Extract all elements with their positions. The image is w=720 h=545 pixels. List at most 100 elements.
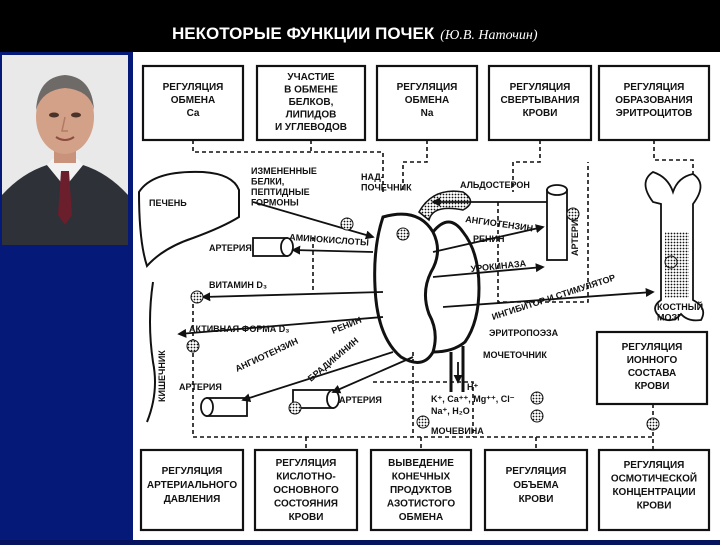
flow-arrows <box>177 197 655 403</box>
right-box-ion-composition: РЕГУЛЯЦИЯ ИОННОГО СОСТАВА КРОВИ <box>595 330 709 406</box>
text-line: РЕГУЛЯЦИЯ <box>510 82 571 93</box>
text-line: КОНЕЧНЫХ <box>392 472 451 483</box>
intestine-label: КИШЕЧНИК <box>157 350 167 402</box>
text-line: СВЕРТЫВАНИЯ <box>500 95 579 106</box>
author-portrait <box>2 55 128 245</box>
text-line: РЕГУЛЯЦИЯ <box>624 82 685 93</box>
text-line: РЕГУЛЯЦИЯ <box>622 342 683 353</box>
artery-lower-mid: АРТЕРИЯ <box>292 389 382 409</box>
text-line: ВЫВЕДЕНИЕ <box>388 458 454 469</box>
text-line: КРОВИ <box>635 381 670 392</box>
bottom-box-blood-pressure: РЕГУЛЯЦИЯ АРТЕРИАЛЬНОГО ДАВЛЕНИЯ <box>139 448 245 532</box>
text-line: ПОЧЕЧНИК <box>361 183 412 193</box>
text-line: КРОВИ <box>523 108 558 119</box>
text-line: КРОВИ <box>289 512 324 523</box>
bottom-box-nitrogen-excretion: ВЫВЕДЕНИЕ КОНЕЧНЫХ ПРОДУКТОВ АЗОТИСТОГО ОБМЕ… <box>369 448 473 532</box>
text-line: РЕГУЛЯЦИЯ <box>276 458 337 469</box>
text-line: ОБМЕНА <box>399 512 443 523</box>
text-line: РЕГУЛЯЦИЯ <box>162 466 223 477</box>
top-box-sodium-text: РЕГУЛЯЦИЯ ОБМЕНА Na <box>397 82 458 119</box>
artery-right-label: АРТЕРИЯ <box>570 213 580 256</box>
adrenal-label: НАД-ПОЧЕЧНИК <box>361 172 412 193</box>
vitamin-d3-label: ВИТАМИН D₃ <box>209 280 267 290</box>
text-line: ЛИПИДОВ <box>286 110 337 121</box>
top-box-sodium: РЕГУЛЯЦИЯ ОБМЕНА Na <box>375 64 479 142</box>
text-line: ОБЪЕМА <box>513 480 559 491</box>
text-line: Na <box>421 108 434 119</box>
text-line: ПЕПТИДНЫЕ <box>251 187 310 197</box>
artery-upper-left-label: АРТЕРИЯ <box>209 243 252 253</box>
text-line: АЗОТИСТОГО <box>387 499 456 510</box>
text-line: АРТЕРИАЛЬНОГО <box>147 480 237 491</box>
kidney <box>373 212 481 392</box>
text-line: В ОБМЕНЕ <box>284 85 338 96</box>
text-line: КОНЦЕНТРАЦИИ <box>612 487 695 498</box>
text-line: ОСМОТИЧЕСКОЙ <box>611 472 697 485</box>
top-box-coagulation: РЕГУЛЯЦИЯ СВЕРТЫВАНИЯ КРОВИ <box>487 64 593 142</box>
aminoacids-label: АМИНОКИСЛОТЫ <box>289 232 370 248</box>
text-line: КОСТНЫЙ <box>657 301 703 312</box>
bottom-box-blood-pressure-text: РЕГУЛЯЦИЯ АРТЕРИАЛЬНОГО ДАВЛЕНИЯ <box>147 466 237 505</box>
renin-mid-label: РЕНИН <box>330 315 363 336</box>
title-text: НЕКОТОРЫЕ ФУНКЦИИ ПОЧЕК <box>172 24 435 43</box>
text-line: ПРОДУКТОВ <box>390 485 452 496</box>
text-line: БЕЛКОВ, <box>289 97 334 108</box>
text-line: Ca <box>187 108 200 119</box>
text-line: РЕГУЛЯЦИЯ <box>397 82 458 93</box>
bottom-box-nitrogen-excretion-text: ВЫВЕДЕНИЕ КОНЕЧНЫХ ПРОДУКТОВ АЗОТИСТОГО ОБМЕ… <box>387 458 456 523</box>
adrenal-gland <box>418 190 472 222</box>
text-line: МОЗГ <box>657 313 682 323</box>
text-line: ОБМЕНА <box>405 95 449 106</box>
artery-lower-mid-label: АРТЕРИЯ <box>339 395 382 405</box>
text-line: РЕГУЛЯЦИЯ <box>506 466 567 477</box>
text-line: КРОВИ <box>519 494 554 505</box>
ions-sodium-water: Na⁺, H₂O <box>431 406 470 416</box>
right-box-ion-composition-text: РЕГУЛЯЦИЯ ИОННОГО СОСТАВА КРОВИ <box>622 342 683 392</box>
dashed-connectors <box>192 140 694 450</box>
text-line: УЧАСТИЕ <box>287 72 334 83</box>
ions-cations: K⁺, Ca⁺⁺, Mg⁺⁺, Cl⁻ <box>431 394 515 404</box>
text-line: ИОННОГО <box>627 355 678 366</box>
artery-upper-left: АРТЕРИЯ <box>209 237 294 257</box>
text-line: И УГЛЕВОДОВ <box>275 122 347 133</box>
author-credit: (Ю.В. Наточин) <box>440 28 538 43</box>
text-line: БЕЛКИ, <box>251 177 284 187</box>
text-line: ОСНОВНОГО <box>273 485 339 496</box>
receptor-dots <box>186 207 678 431</box>
ions-hydrogen: H⁺ <box>467 382 478 392</box>
text-line: ГОРМОНЫ <box>251 198 299 208</box>
liver: ПЕЧЕНЬ <box>137 170 240 268</box>
aldosterone-label: АЛЬДОСТЕРОН <box>460 180 530 190</box>
artery-right: АРТЕРИЯ <box>546 184 580 261</box>
intestine: КИШЕЧНИК <box>146 281 167 423</box>
text-line: РЕГУЛЯЦИЯ <box>624 460 685 471</box>
inhibitor-label: ИНГИБИТОР И СТИМУЛЯТОР <box>491 272 617 321</box>
bottom-box-blood-volume-text: РЕГУЛЯЦИЯ ОБЪЕМА КРОВИ <box>506 466 567 505</box>
liver-label: ПЕЧЕНЬ <box>149 198 187 208</box>
text-line: СОСТАВА <box>628 368 676 379</box>
page-title: НЕКОТОРЫЕ ФУНКЦИИ ПОЧЕК (Ю.В. Наточин) <box>172 24 538 44</box>
ureter-label: МОЧЕТОЧНИК <box>483 350 547 360</box>
erythropoietin-label: ЭРИТРОПОЭЗА <box>489 328 559 338</box>
text-line: НАД- <box>361 172 384 182</box>
text-line: ИЗМЕНЕННЫЕ <box>251 166 317 176</box>
text-line: ДАВЛЕНИЯ <box>164 494 221 505</box>
text-line: ОБМЕНА <box>171 95 215 106</box>
text-line: КИСЛОТНО- <box>276 472 336 483</box>
text-line: ЭРИТРОЦИТОВ <box>616 108 693 119</box>
angiotensin-low-label: АНГИОТЕНЗИН <box>234 336 300 374</box>
ion-list: H⁺ K⁺, Ca⁺⁺, Mg⁺⁺, Cl⁻ Na⁺, H₂O МОЧЕВИНА <box>431 382 515 436</box>
top-box-coagulation-text: РЕГУЛЯЦИЯ СВЕРТЫВАНИЯ КРОВИ <box>500 82 579 119</box>
